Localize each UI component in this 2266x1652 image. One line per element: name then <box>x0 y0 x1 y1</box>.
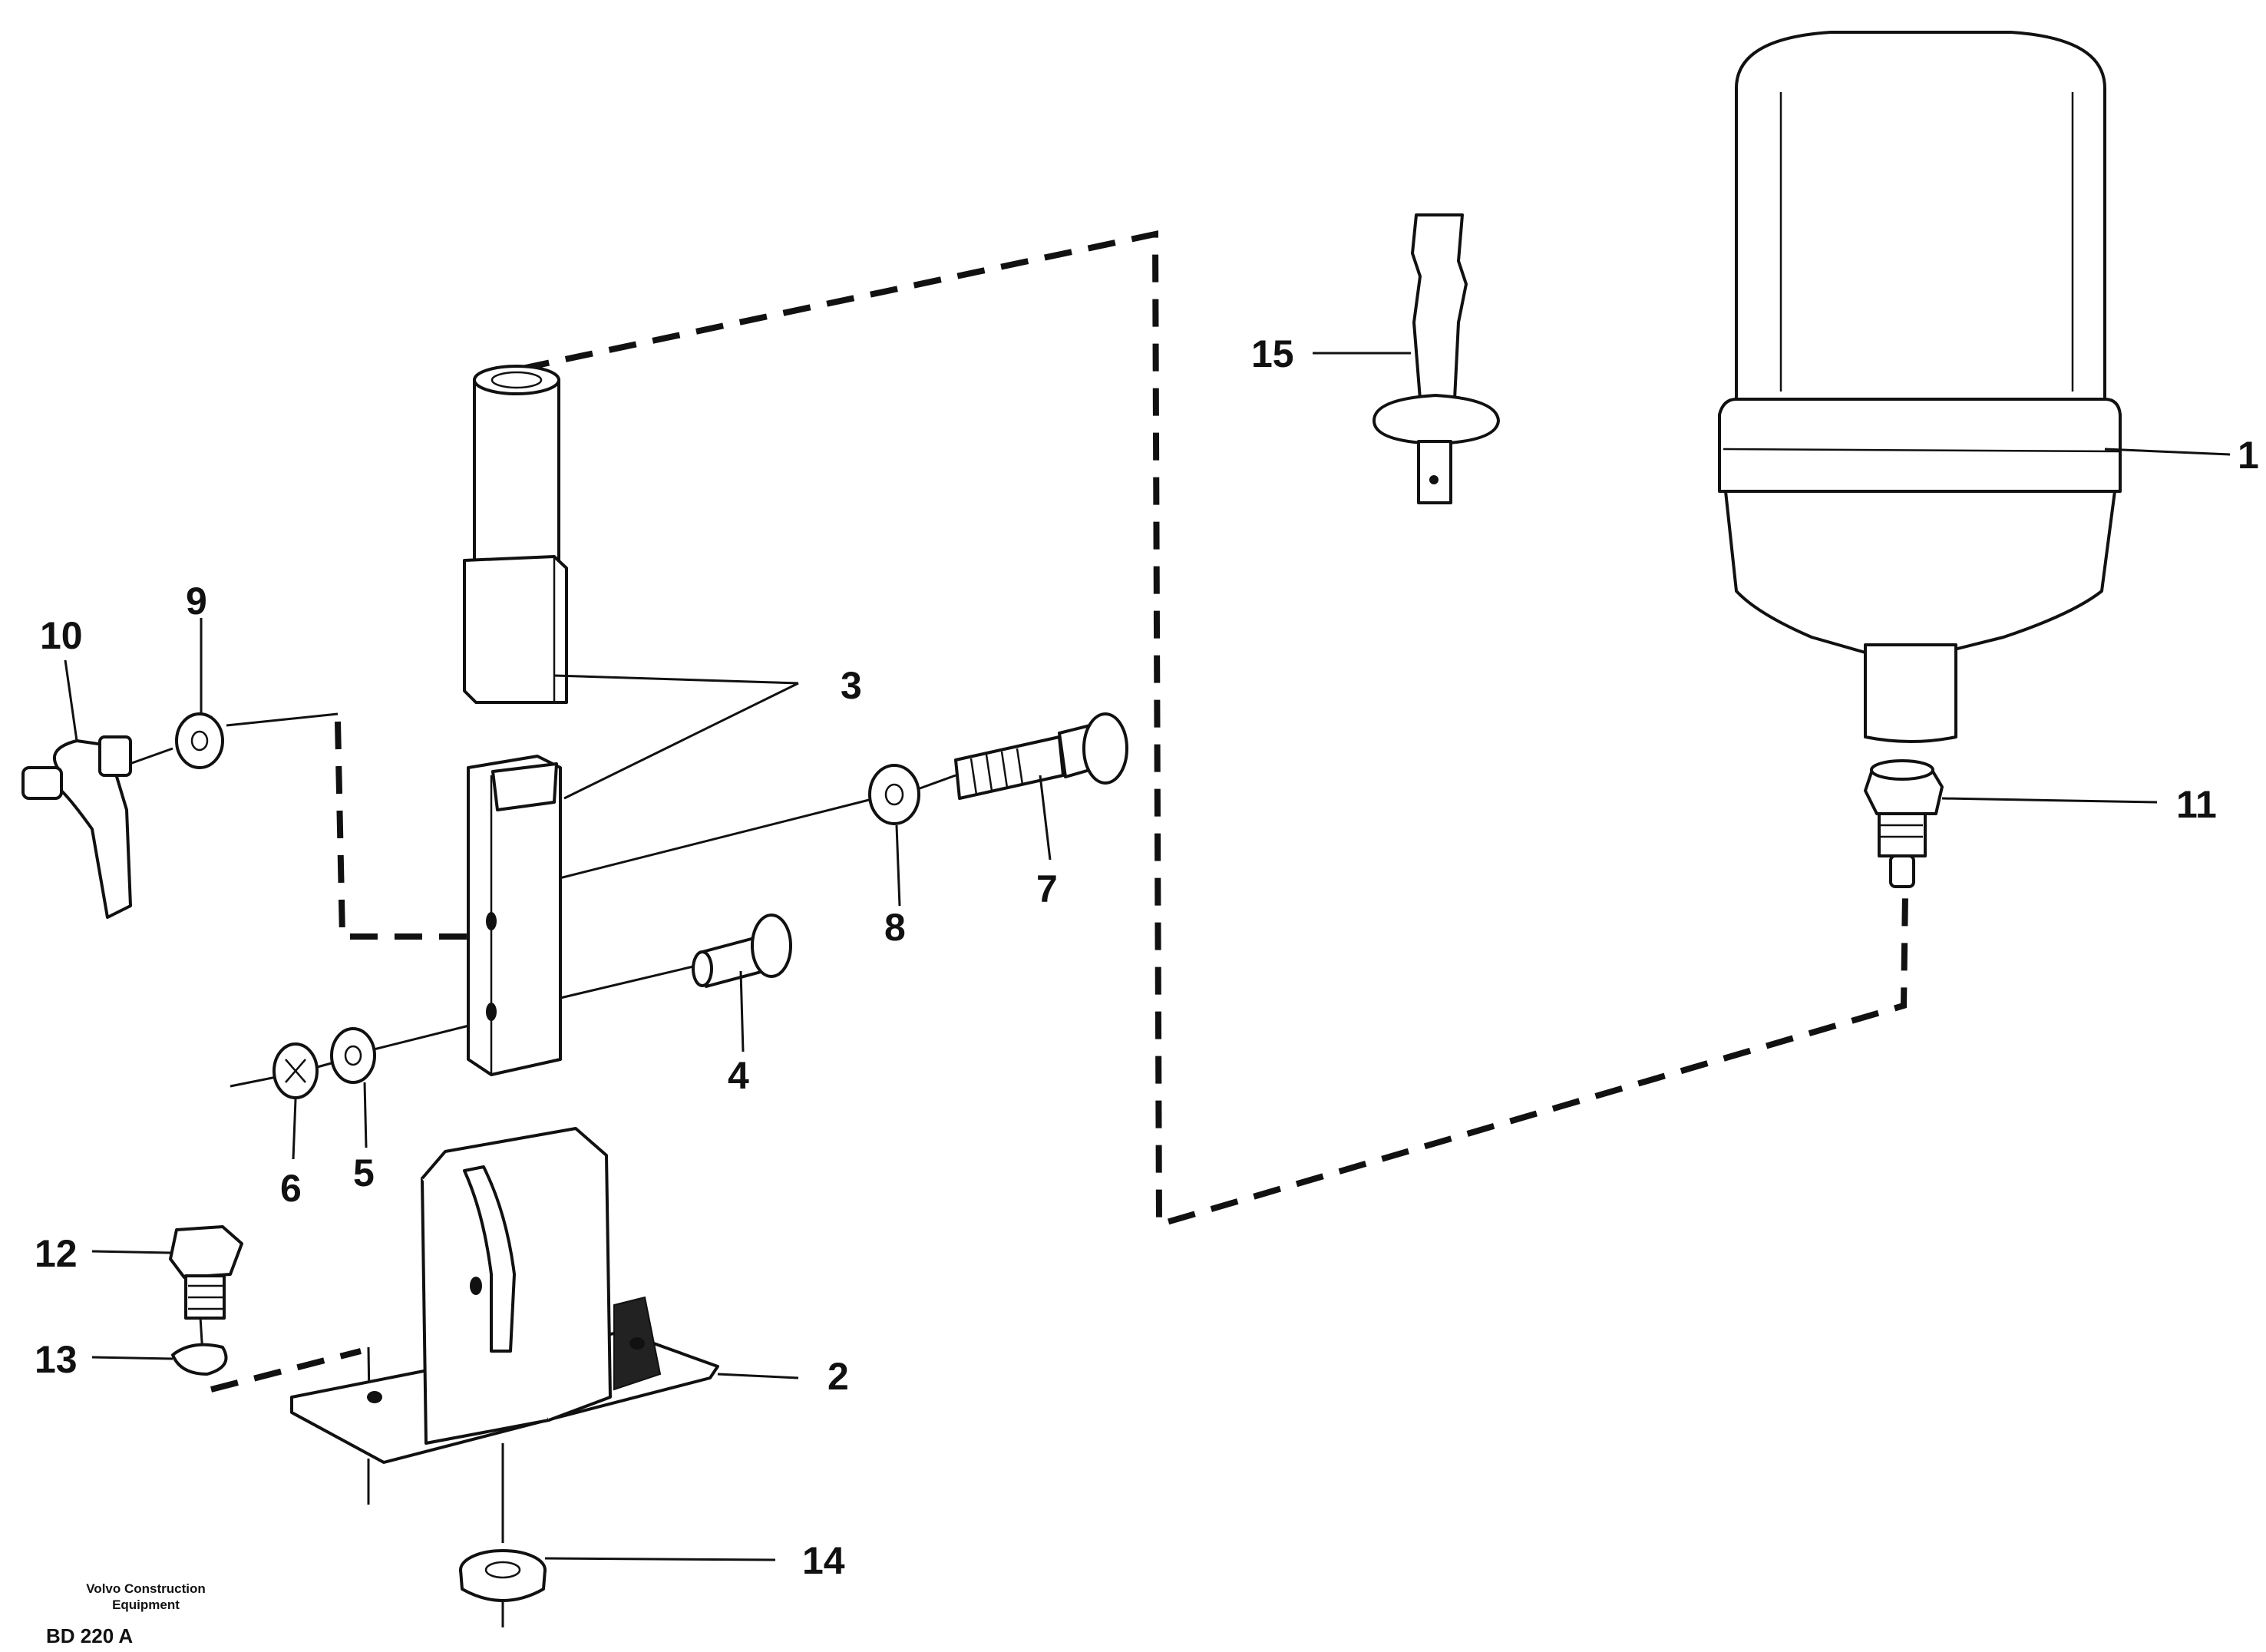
callout-7: 7 <box>1036 867 1058 910</box>
callout-4: 4 <box>728 1054 749 1097</box>
part-washers <box>175 712 920 1099</box>
publisher-line-2: Equipment <box>112 1597 180 1612</box>
part-bulb <box>1372 213 1500 504</box>
callout-6: 6 <box>280 1167 302 1210</box>
publisher-line-1: Volvo Construction <box>86 1581 206 1596</box>
part-nipple <box>1864 759 1944 888</box>
callout-5: 5 <box>353 1151 375 1194</box>
part-clamp-lever <box>21 735 132 919</box>
callout-10: 10 <box>40 614 83 657</box>
part-beacon-lamp <box>1718 31 2122 743</box>
callout-14: 14 <box>802 1539 845 1582</box>
part-hex-bolt <box>169 1225 243 1320</box>
part-tube-upper <box>463 365 568 704</box>
diagram-code: BD 220 A <box>46 1624 133 1647</box>
part-pin <box>692 914 792 988</box>
callout-11: 11 <box>2176 783 2217 826</box>
callout-13: 13 <box>35 1338 78 1381</box>
callout-8: 8 <box>884 906 906 949</box>
assembly-dashed-lines <box>210 230 1908 1393</box>
part-post-lower <box>467 755 562 1076</box>
part-grommet <box>459 1549 547 1602</box>
callout-leaders <box>64 352 2231 1561</box>
callout-2: 2 <box>827 1355 849 1398</box>
callout-labels: 1 2 3 4 5 6 7 8 9 10 11 12 13 14 15 <box>35 332 2259 1582</box>
callout-3: 3 <box>841 664 862 707</box>
callout-1: 1 <box>2238 434 2259 477</box>
part-bracket <box>290 1127 719 1464</box>
part-long-bolt <box>954 712 1128 800</box>
part-spring-washer <box>171 1343 228 1376</box>
callout-9: 9 <box>186 580 207 623</box>
callout-12: 12 <box>35 1232 78 1275</box>
footer: Volvo Construction Equipment BD 220 A <box>46 1581 206 1647</box>
callout-15: 15 <box>1251 332 1294 375</box>
